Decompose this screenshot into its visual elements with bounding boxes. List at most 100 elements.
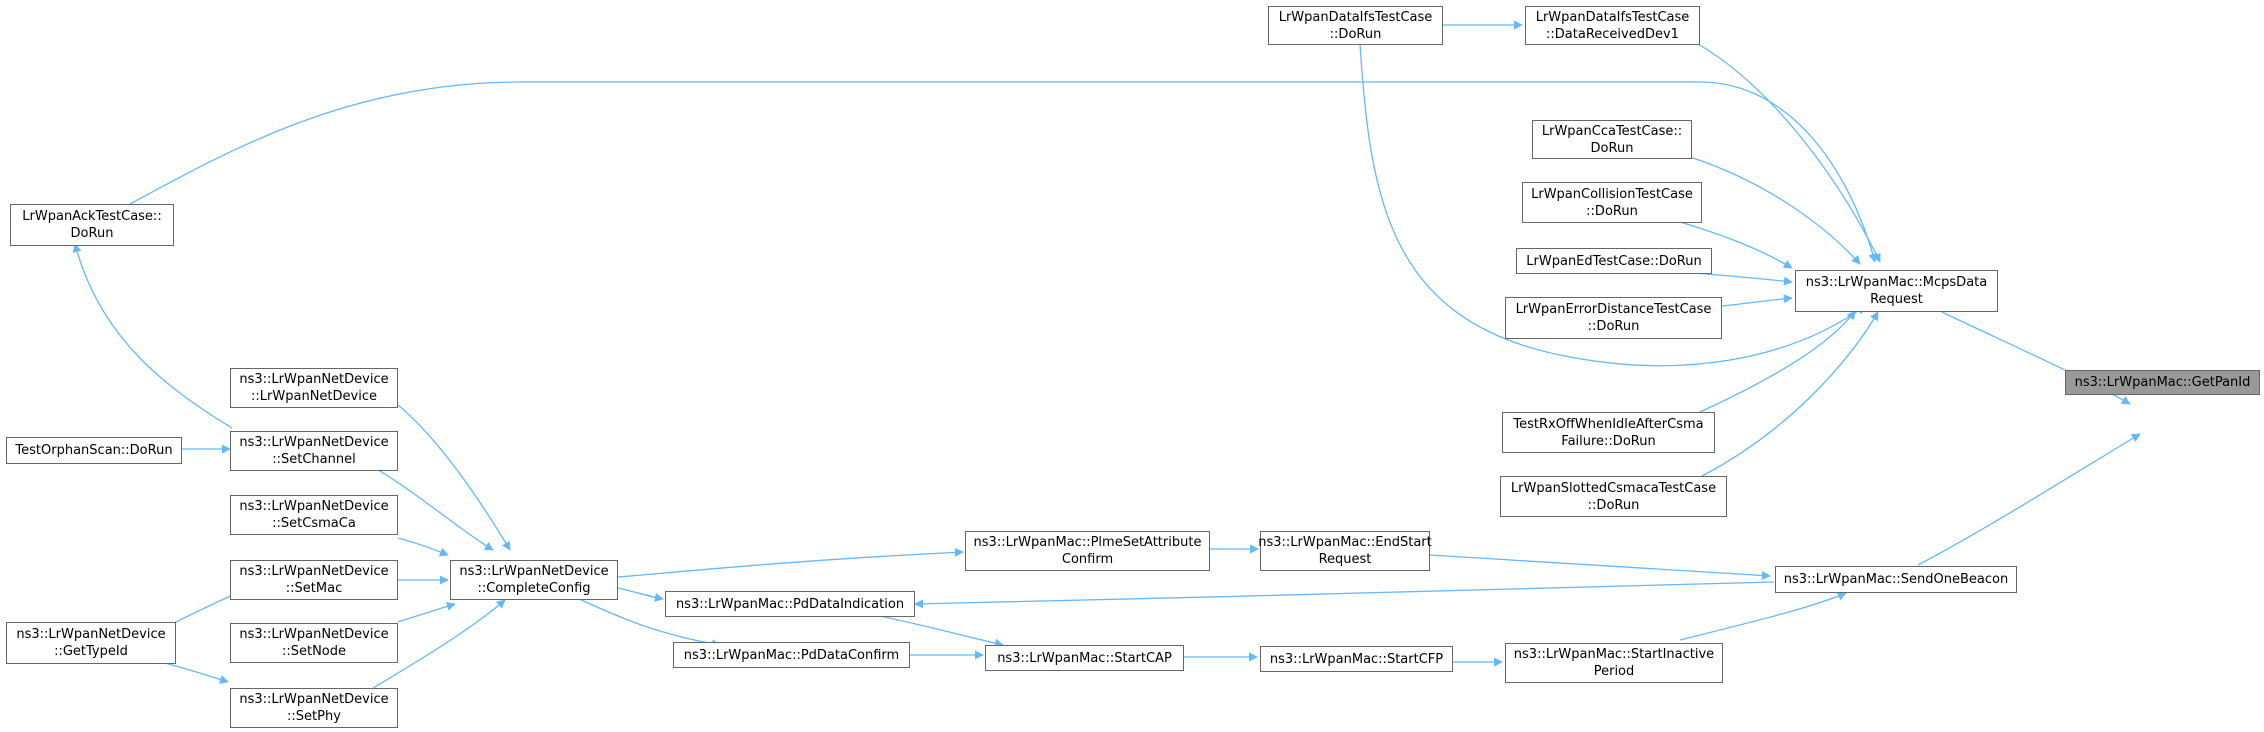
edge-sendbeacon-to-getpanid xyxy=(1917,433,2141,566)
node-label-line: ns3::LrWpanMac::SendOneBeacon xyxy=(1783,572,2009,587)
edge-sendbeacon-to-pdind xyxy=(914,581,1775,609)
node-label-line: ns3::LrWpanMac::EndStart xyxy=(1258,535,1432,550)
node-label-line: ::DataReceivedDev1 xyxy=(1546,26,1679,42)
edge-dataifsdorun-to-mcps xyxy=(1359,43,1866,367)
node-label-line: ::SetMac xyxy=(285,581,343,596)
edge-completeconfig-to-plme xyxy=(617,547,964,578)
node-label-line: ns3::LrWpanMac::StartCAP xyxy=(997,650,1172,666)
node-label-line: DoRun xyxy=(1590,140,1634,156)
node-label-line: ::DoRun xyxy=(1587,319,1640,334)
node-label-line: ns3::LrWpanMac::PlmeSetAttribute xyxy=(973,535,1202,550)
node-get-type-id[interactable]: ns3::LrWpanNetDevice::GetTypeId xyxy=(6,622,176,664)
edge-slotted-to-mcps xyxy=(1701,311,1879,477)
node-error-distance-do-run[interactable]: LrWpanErrorDistanceTestCase::DoRun xyxy=(1505,297,1722,339)
node-set-channel[interactable]: ns3::LrWpanNetDevice::SetChannel xyxy=(230,431,398,471)
node-label-line: TestOrphanScan::DoRun xyxy=(15,443,173,458)
node-label-line: LrWpanDataIfsTestCase xyxy=(1278,9,1433,25)
node-label-line: ::GetTypeId xyxy=(54,644,128,659)
node-pd-data-indication[interactable]: ns3::LrWpanMac::PdDataIndication xyxy=(665,591,915,617)
node-cca-do-run[interactable]: LrWpanCcaTestCase::DoRun xyxy=(1532,120,1692,159)
edge-setcsma-to-completeconfig xyxy=(397,537,449,557)
edge-ack-to-setchannel xyxy=(72,243,233,429)
node-label-line: Period xyxy=(1593,664,1635,679)
node-send-one-beacon[interactable]: ns3::LrWpanMac::SendOneBeacon xyxy=(1775,566,2017,593)
node-label-line: ::SetPhy xyxy=(287,709,341,724)
node-label-line: LrWpanDataIfsTestCase xyxy=(1535,9,1690,25)
edge-rxoff-to-mcps xyxy=(1699,310,1856,413)
edge-setphy-to-completeconfig xyxy=(372,599,506,689)
node-label-line: ns3::LrWpanNetDevice xyxy=(459,564,609,579)
node-label-line: ns3::LrWpanMac::StartCFP xyxy=(1269,651,1444,667)
node-label-line: ::CompleteConfig xyxy=(477,581,591,596)
node-label-line: Failure::DoRun xyxy=(1561,433,1656,449)
node-complete-config[interactable]: ns3::LrWpanNetDevice::CompleteConfig xyxy=(450,560,618,600)
node-label-line: DoRun xyxy=(70,226,114,241)
node-orphan-scan-do-run[interactable]: TestOrphanScan::DoRun xyxy=(6,437,182,464)
node-label-line: ::LrWpanNetDevice xyxy=(251,389,377,404)
node-slotted-csmaca-do-run[interactable]: LrWpanSlottedCsmacaTestCase::DoRun xyxy=(1500,476,1727,517)
edge-setnode-to-completeconfig xyxy=(397,602,456,623)
node-label-line: Request xyxy=(1318,552,1372,567)
node-get-pan-id: ns3::LrWpanMac::GetPanId xyxy=(2065,370,2260,395)
edge-pdind-to-startcap xyxy=(869,613,1004,648)
node-label-line: ns3::LrWpanNetDevice xyxy=(239,627,389,642)
node-label-line: ns3::LrWpanMac::McpsData xyxy=(1805,275,1988,290)
node-label-line: ns3::LrWpanNetDevice xyxy=(239,435,389,450)
node-label-line: ::DoRun xyxy=(1587,497,1640,513)
node-label-line: TestRxOffWhenIdleAfterCsma xyxy=(1513,416,1704,432)
edge-cca-to-mcps xyxy=(1689,156,1861,265)
node-label-line: ::DoRun xyxy=(1329,26,1382,42)
edge-endstart-to-sendbeacon xyxy=(1429,554,1771,580)
edge-completeconfig-to-pdconf xyxy=(574,596,721,649)
node-set-phy[interactable]: ns3::LrWpanNetDevice::SetPhy xyxy=(230,688,398,728)
node-label-line: ::SetCsmaCa xyxy=(272,516,356,531)
node-label-line: ::SetNode xyxy=(281,644,347,659)
node-label-line: ::SetChannel xyxy=(272,452,356,467)
node-set-mac[interactable]: ns3::LrWpanNetDevice::SetMac xyxy=(230,560,398,600)
node-label-line: ns3::LrWpanMac::PdDataIndication xyxy=(675,596,905,612)
edge-dataifsrecv-to-mcps xyxy=(1697,43,1881,263)
node-ed-do-run[interactable]: LrWpanEdTestCase::DoRun xyxy=(1516,248,1712,274)
edge-completeconfig-to-pdind xyxy=(617,587,664,602)
node-set-csma-ca[interactable]: ns3::LrWpanNetDevice::SetCsmaCa xyxy=(230,495,398,535)
node-label-line: LrWpanEdTestCase::DoRun xyxy=(1526,253,1702,269)
edge-gettypeid-to-setphy xyxy=(164,662,229,684)
node-lrwpan-net-device-ctor[interactable]: ns3::LrWpanNetDevice::LrWpanNetDevice xyxy=(230,368,398,408)
node-label-line: Confirm xyxy=(1061,552,1114,567)
node-label-line: LrWpanSlottedCsmacaTestCase xyxy=(1510,480,1717,496)
node-data-ifs-data-received[interactable]: LrWpanDataIfsTestCase::DataReceivedDev1 xyxy=(1525,6,1700,45)
node-label-line: LrWpanAckTestCase:: xyxy=(22,209,162,224)
edge-ctor-to-completeconfig xyxy=(397,404,511,551)
node-label-line: ns3::LrWpanMac::PdDataConfirm xyxy=(683,647,900,663)
node-data-ifs-do-run[interactable]: LrWpanDataIfsTestCase::DoRun xyxy=(1268,6,1443,45)
node-label-line: ns3::LrWpanMac::GetPanId xyxy=(2074,375,2251,390)
edge-errdist-to-mcps xyxy=(1721,294,1793,307)
node-start-cap[interactable]: ns3::LrWpanMac::StartCAP xyxy=(985,645,1184,671)
node-label-line: LrWpanCollisionTestCase xyxy=(1531,186,1693,202)
edge-ack-to-mcps xyxy=(129,81,1878,263)
node-label-line: ns3::LrWpanNetDevice xyxy=(16,627,166,642)
node-ack-do-run[interactable]: LrWpanAckTestCase::DoRun xyxy=(10,204,174,246)
node-label-line: ns3::LrWpanNetDevice xyxy=(239,499,389,514)
node-label-line: ns3::LrWpanNetDevice xyxy=(239,692,389,707)
node-set-node[interactable]: ns3::LrWpanNetDevice::SetNode xyxy=(230,623,398,663)
node-label-line: Request xyxy=(1870,292,1923,307)
node-label-line: ns3::LrWpanNetDevice xyxy=(239,564,389,579)
node-start-cfp[interactable]: ns3::LrWpanMac::StartCFP xyxy=(1260,646,1453,672)
edge-setchannel-to-completeconfig xyxy=(374,467,494,551)
node-label-line: ::DoRun xyxy=(1586,203,1638,219)
node-collision-do-run[interactable]: LrWpanCollisionTestCase::DoRun xyxy=(1522,182,1702,223)
node-label-line: ns3::LrWpanNetDevice xyxy=(239,372,389,387)
node-pd-data-confirm[interactable]: ns3::LrWpanMac::PdDataConfirm xyxy=(673,642,910,668)
node-label-line: LrWpanCcaTestCase:: xyxy=(1541,123,1683,139)
edge-inactive-to-sendbeacon xyxy=(1679,591,1847,641)
node-label-line: ns3::LrWpanMac::StartInactive xyxy=(1513,647,1715,662)
edge-collision-to-mcps xyxy=(1679,221,1793,269)
